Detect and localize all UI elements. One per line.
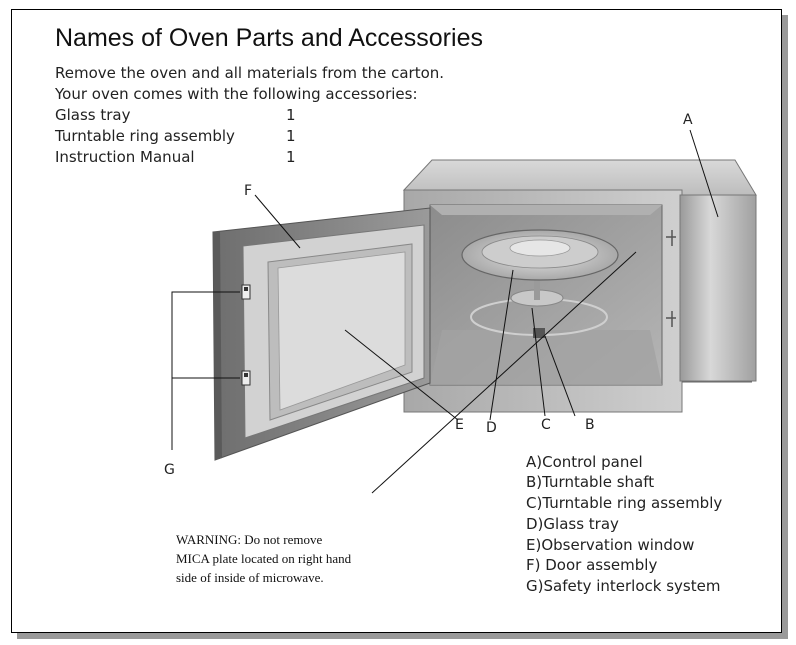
- leader-line-e: [344, 329, 459, 421]
- callout-label-g: G: [164, 462, 175, 478]
- legend-item-g: G)Safety interlock system: [526, 577, 721, 595]
- legend-item-e: E)Observation window: [526, 536, 695, 554]
- accessory-qty-turntable-ring: 1: [286, 127, 296, 145]
- accessory-name-instruction-manual: Instruction Manual: [55, 148, 195, 166]
- leader-line-g-upper: [171, 291, 240, 450]
- leader-line-f: [254, 194, 301, 249]
- leader-line-b: [544, 335, 576, 417]
- accessory-name-turntable-ring: Turntable ring assembly: [55, 127, 235, 145]
- warning-line-1: WARNING: Do not remove: [176, 532, 323, 547]
- control-panel: [679, 194, 757, 383]
- legend-item-b: B)Turntable shaft: [526, 473, 655, 491]
- accessory-qty-instruction-manual: 1: [286, 148, 296, 166]
- accessory-name-glass-tray: Glass tray: [55, 106, 131, 124]
- leader-line-warning: [371, 251, 637, 494]
- legend-item-f: F) Door assembly: [526, 556, 658, 574]
- warning-line-3: side of inside of microwave.: [176, 570, 324, 585]
- legend-item-c: C)Turntable ring assembly: [526, 494, 723, 512]
- warning-line-2: MICA plate located on right hand: [176, 551, 352, 566]
- page-title: Names of Oven Parts and Accessories: [55, 24, 483, 52]
- legend-item-d: D)Glass tray: [526, 515, 619, 533]
- leader-line-a: [689, 129, 719, 218]
- callout-label-a: A: [683, 112, 693, 128]
- callout-label-c: C: [541, 417, 551, 433]
- safety-interlock-upper: [241, 284, 251, 300]
- callout-label-b: B: [585, 417, 595, 433]
- legend-item-a: A)Control panel: [526, 453, 643, 471]
- leader-line-c: [531, 307, 546, 417]
- callout-label-f: F: [244, 183, 253, 199]
- oven-cabinet: [402, 159, 757, 413]
- intro-line-1: Remove the oven and all materials from t…: [55, 64, 445, 82]
- safety-interlock-lower: [241, 370, 251, 386]
- leader-line-d: [489, 269, 514, 421]
- accessory-qty-glass-tray: 1: [286, 106, 296, 124]
- callout-label-d: D: [486, 420, 497, 436]
- callout-label-e: E: [455, 417, 464, 433]
- intro-line-2: Your oven comes with the following acces…: [55, 85, 418, 103]
- oven-door: [212, 207, 431, 461]
